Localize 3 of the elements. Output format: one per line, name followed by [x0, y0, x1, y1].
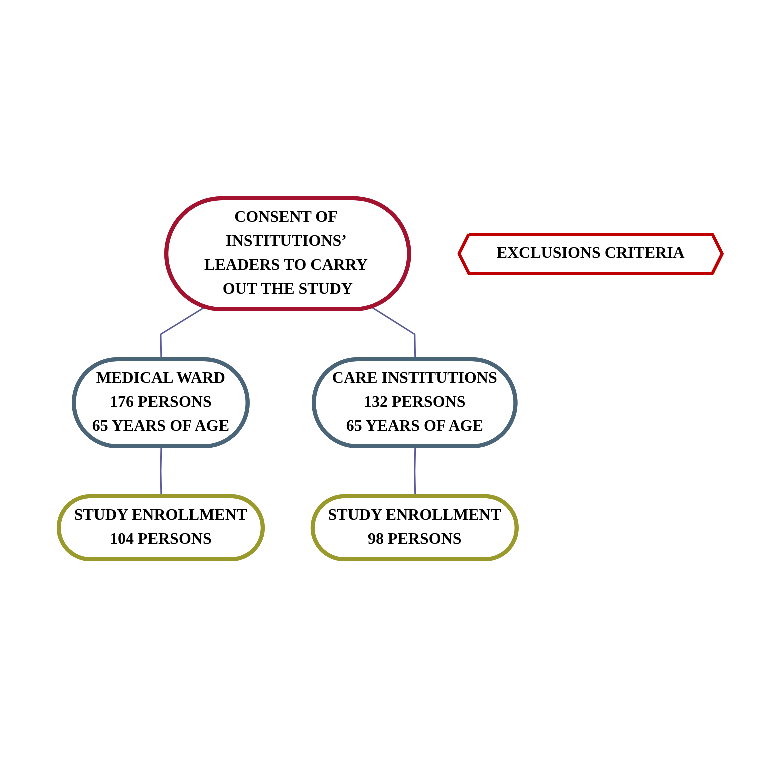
connector	[372, 306, 416, 360]
connector	[160, 306, 206, 360]
connector	[160, 446, 162, 497]
